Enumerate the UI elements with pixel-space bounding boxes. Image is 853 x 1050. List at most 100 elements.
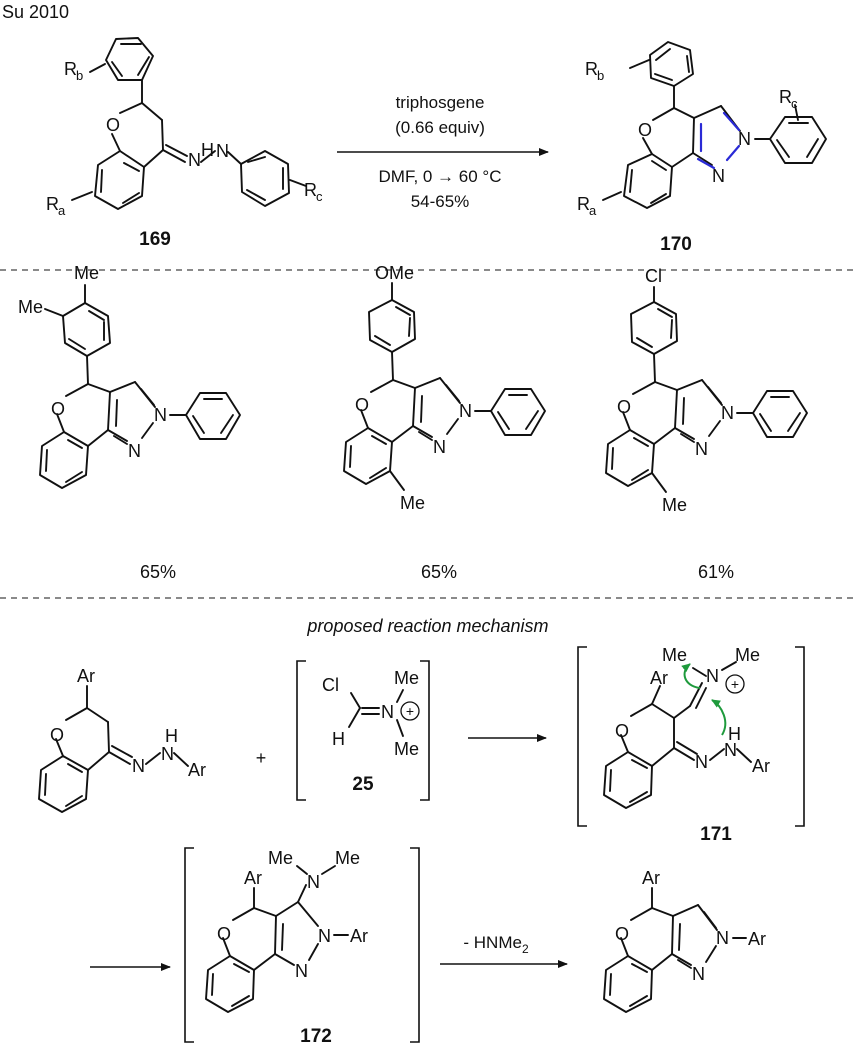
example-yield-1: 65%	[140, 562, 176, 582]
substituent-label: OMe	[375, 263, 414, 283]
example-yield-3: 61%	[698, 562, 734, 582]
atom-R: R	[304, 180, 317, 200]
subscript: c	[791, 96, 798, 111]
atom-O: O	[615, 924, 629, 944]
substituent-label: Cl	[645, 266, 662, 286]
atom-H: H	[728, 724, 741, 744]
atom-Ar: Ar	[650, 668, 668, 688]
atom-R: R	[64, 59, 77, 79]
example-product-1	[39, 284, 241, 489]
atom-N: N	[692, 964, 705, 984]
atom-O: O	[638, 120, 652, 140]
atom-R: R	[46, 194, 59, 214]
subscript: b	[597, 68, 604, 83]
atom-H: H	[165, 726, 178, 746]
compound-170	[602, 41, 827, 209]
atom-N: N	[216, 141, 229, 161]
atom-Me: Me	[394, 739, 419, 759]
curly-arrow	[711, 699, 727, 736]
atom-Me: Me	[662, 645, 687, 665]
atom-N: N	[738, 129, 751, 149]
atom-N: N	[318, 926, 331, 946]
atom-Ar: Ar	[752, 756, 770, 776]
conditions: DMF, 0 → 60 °C	[379, 167, 502, 186]
atom-Ar: Ar	[77, 666, 95, 686]
atom-Me: Me	[268, 848, 293, 868]
curly-arrow	[681, 663, 701, 689]
subscript: a	[589, 203, 597, 218]
intermediate-172	[184, 847, 420, 1043]
positive-charge	[400, 701, 420, 721]
atom-N: N	[188, 150, 201, 170]
atom-O: O	[217, 924, 231, 944]
atom-Me: Me	[335, 848, 360, 868]
citation: Su 2010	[2, 2, 69, 22]
atom-O: O	[51, 399, 65, 419]
atom-N: N	[721, 403, 734, 423]
atom-O: O	[355, 395, 369, 415]
charge-sign: +	[406, 703, 414, 719]
compound-number-170: 170	[660, 234, 692, 255]
atom-Ar: Ar	[748, 929, 766, 949]
atom-Me: Me	[394, 668, 419, 688]
atom-N: N	[716, 928, 729, 948]
atom-N: N	[695, 439, 708, 459]
intermediate-171	[577, 646, 805, 827]
atom-H: H	[201, 140, 214, 160]
atom-Cl: Cl	[322, 675, 339, 695]
atom-N: N	[161, 744, 174, 764]
final-pyrazole-product	[603, 887, 747, 1013]
atom-H: H	[332, 729, 345, 749]
atom-O: O	[106, 115, 120, 135]
atom-N: N	[712, 166, 725, 186]
atom-R: R	[577, 194, 590, 214]
atom-R: R	[779, 87, 792, 107]
atom-O: O	[50, 725, 64, 745]
atom-N: N	[154, 405, 167, 425]
atom-Me: Me	[400, 493, 425, 513]
charge-sign: +	[731, 676, 739, 692]
compound-number-171: 171	[700, 824, 732, 845]
subscript: c	[316, 189, 323, 204]
compound-number-172: 172	[300, 1026, 332, 1047]
example-product-2	[343, 282, 546, 491]
atom-Ar: Ar	[244, 868, 262, 888]
atom-N: N	[295, 961, 308, 981]
atom-N: N	[381, 702, 394, 722]
reagent: triphosgene	[396, 93, 485, 112]
atom-O: O	[617, 397, 631, 417]
substituent-label: Me	[74, 263, 99, 283]
yield-range: 54-65%	[411, 192, 470, 211]
elimination-label: - HNMe2	[463, 933, 529, 956]
atom-N: N	[724, 740, 737, 760]
example-yield-2: 65%	[421, 562, 457, 582]
positive-charge	[725, 674, 745, 694]
atom-N: N	[132, 756, 145, 776]
subscript: a	[58, 203, 66, 218]
atom-N: N	[706, 666, 719, 686]
plus-sign: +	[256, 748, 267, 768]
compound-number-169: 169	[139, 229, 171, 250]
reagent-equiv: (0.66 equiv)	[395, 118, 485, 137]
atom-Ar: Ar	[642, 868, 660, 888]
atom-N: N	[433, 437, 446, 457]
atom-Ar: Ar	[350, 926, 368, 946]
atom-Ar: Ar	[188, 760, 206, 780]
substituent-label: Me	[18, 297, 43, 317]
example-product-3	[605, 286, 808, 493]
atom-Me: Me	[735, 645, 760, 665]
atom-N: N	[695, 752, 708, 772]
atom-N: N	[459, 401, 472, 421]
subscript: b	[76, 68, 83, 83]
compound-number-25: 25	[352, 774, 374, 795]
atom-N: N	[128, 441, 141, 461]
atom-Me: Me	[662, 495, 687, 515]
atom-R: R	[585, 59, 598, 79]
atom-N: N	[307, 872, 320, 892]
vilsmeier-reagent-25	[296, 660, 430, 801]
compound-169	[71, 37, 307, 210]
mechanism-title: proposed reaction mechanism	[306, 616, 548, 636]
atom-O: O	[615, 721, 629, 741]
mechanism-starting-hydrazone	[38, 685, 189, 813]
